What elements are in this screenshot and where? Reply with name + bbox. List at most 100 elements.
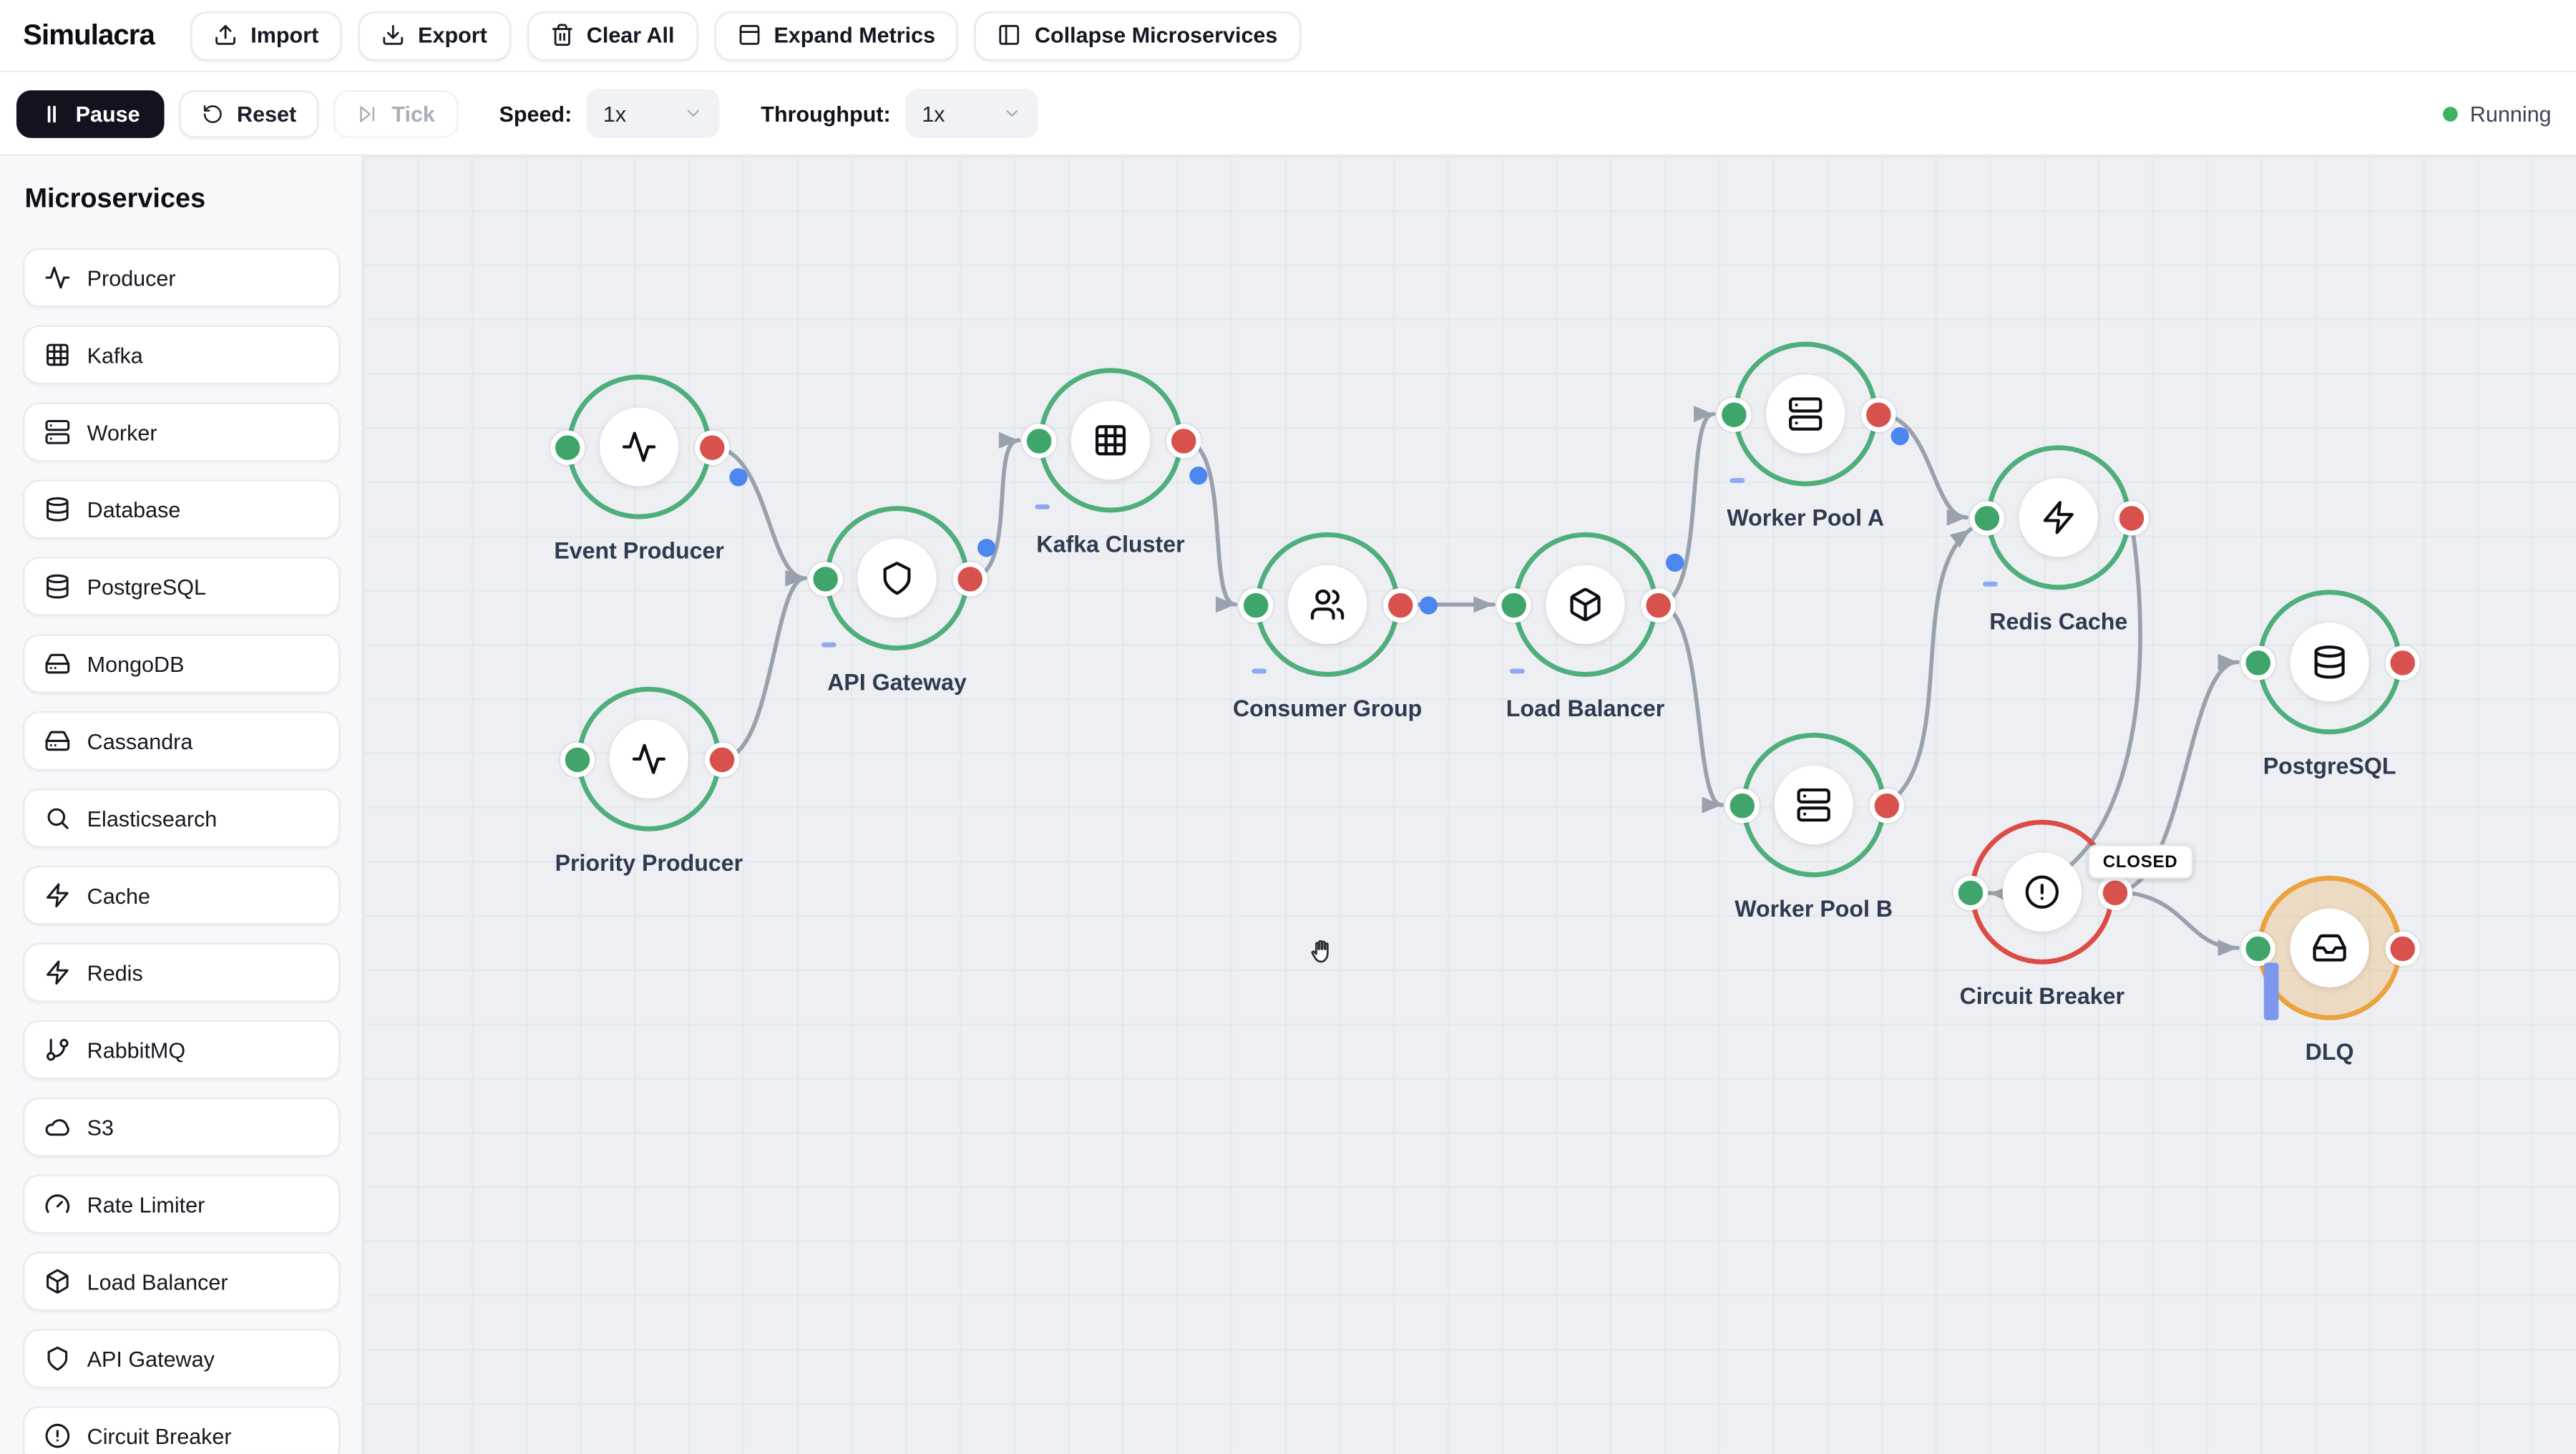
output-port[interactable] xyxy=(1868,787,1903,823)
edge-worker-pool-b-redis-cache[interactable] xyxy=(1883,527,1973,807)
edge-event-producer-api-gateway[interactable] xyxy=(709,444,807,587)
edge-circuit-breaker-postgresql[interactable] xyxy=(2112,653,2240,894)
output-port[interactable] xyxy=(2113,500,2148,535)
input-port[interactable] xyxy=(549,429,585,464)
clear-all-button[interactable]: Clear All xyxy=(526,10,698,60)
input-port[interactable] xyxy=(1237,587,1273,623)
activity-icon xyxy=(632,743,666,774)
sidebar-item-label: Elasticsearch xyxy=(87,806,218,831)
output-port[interactable] xyxy=(1165,423,1201,458)
sidebar-item-cassandra[interactable]: Cassandra xyxy=(23,711,341,771)
sidebar-item-label: Producer xyxy=(87,265,176,291)
sidebar-item-label: Cassandra xyxy=(87,728,193,753)
sidebar-item-s3[interactable]: S3 xyxy=(23,1097,341,1157)
input-port[interactable] xyxy=(1496,587,1531,623)
node-event-producer[interactable]: Event Producer xyxy=(549,374,729,563)
sidebar-item-rabbitmq[interactable]: RabbitMQ xyxy=(23,1020,341,1080)
edge-kafka-cluster-consumer-group[interactable] xyxy=(1181,438,1238,613)
import-button[interactable]: Import xyxy=(190,10,342,60)
node-worker-pool-b[interactable]: Worker Pool B xyxy=(1724,732,1903,922)
tick-button[interactable]: Tick xyxy=(334,89,459,137)
node-label: Redis Cache xyxy=(1989,608,2128,635)
output-port[interactable] xyxy=(2384,645,2419,680)
input-port[interactable] xyxy=(1952,874,1987,909)
sidebar-item-postgresql[interactable]: PostgreSQL xyxy=(23,557,341,616)
node-redis-cache[interactable]: Redis Cache xyxy=(1968,445,2148,634)
export-button[interactable]: Export xyxy=(358,10,511,60)
zap-icon xyxy=(47,960,69,985)
output-port[interactable] xyxy=(1860,396,1896,431)
node-consumer-group[interactable]: Consumer Group xyxy=(1233,532,1422,721)
output-port[interactable] xyxy=(1640,587,1675,623)
node-label: Worker Pool A xyxy=(1727,504,1885,531)
sidebar-item-worker[interactable]: Worker xyxy=(23,402,341,462)
input-port[interactable] xyxy=(807,561,842,596)
activity-icon xyxy=(622,431,656,462)
output-port[interactable] xyxy=(2384,930,2419,965)
pause-icon xyxy=(47,104,56,122)
output-port[interactable] xyxy=(1382,587,1418,623)
node-label: Kafka Cluster xyxy=(1036,530,1185,557)
sidebar-item-label: PostgreSQL xyxy=(87,574,206,599)
sidebar-heading: Microservices xyxy=(24,184,206,214)
branch-icon xyxy=(47,1038,69,1061)
edge-load-balancer-worker-pool-a[interactable] xyxy=(1655,406,1716,607)
edge-api-gateway-kafka-cluster[interactable] xyxy=(967,431,1021,581)
message-dot xyxy=(1664,552,1684,571)
output-port[interactable] xyxy=(694,429,729,464)
buffer-indicator xyxy=(820,641,836,647)
reset-button[interactable]: Reset xyxy=(179,89,320,137)
expand-metrics-button[interactable]: Expand Metrics xyxy=(713,10,959,60)
pause-button[interactable]: Pause xyxy=(16,89,165,137)
sidebar-item-elasticsearch[interactable]: Elasticsearch xyxy=(23,789,341,848)
edge-worker-pool-a-redis-cache[interactable] xyxy=(1875,411,1969,526)
input-port[interactable] xyxy=(2240,645,2275,680)
gauge-icon xyxy=(45,1194,70,1214)
node-api-gateway[interactable]: API Gateway xyxy=(807,506,987,695)
node-icon-circle xyxy=(1766,374,1845,454)
upload-icon xyxy=(215,25,236,46)
node-kafka-cluster[interactable]: Kafka Cluster xyxy=(1020,368,1201,557)
input-port[interactable] xyxy=(1724,787,1759,823)
node-dlq[interactable]: DLQ xyxy=(2240,875,2419,1065)
sidebar-item-database[interactable]: Database xyxy=(23,479,341,540)
sidebar-item-label: Load Balancer xyxy=(87,1269,228,1294)
reset-label: Reset xyxy=(237,101,297,126)
speed-select[interactable]: 1x xyxy=(586,88,720,138)
sidebar-item-circuit-breaker[interactable]: Circuit Breaker xyxy=(23,1406,341,1454)
node-priority-producer[interactable]: Priority Producer xyxy=(555,686,743,876)
activity-icon xyxy=(45,266,70,289)
edges-layer xyxy=(709,406,2240,957)
throughput-select[interactable]: 1x xyxy=(905,88,1039,138)
input-port[interactable] xyxy=(1968,500,2004,535)
node-icon-circle xyxy=(1774,765,1853,845)
node-load-balancer[interactable]: Load Balancer xyxy=(1496,532,1675,721)
input-port[interactable] xyxy=(2240,930,2275,965)
collapse-microservices-button[interactable]: Collapse Microservices xyxy=(975,10,1301,60)
output-port[interactable] xyxy=(2097,874,2132,909)
sidebar-item-kafka[interactable]: Kafka xyxy=(23,325,341,385)
input-port[interactable] xyxy=(1716,396,1751,431)
edge-circuit-breaker-dlq[interactable] xyxy=(2112,889,2240,957)
output-port[interactable] xyxy=(703,741,739,776)
sidebar-item-redis[interactable]: Redis xyxy=(23,942,341,1002)
sidebar-item-load-balancer[interactable]: Load Balancer xyxy=(23,1251,341,1312)
node-worker-pool-a[interactable]: Worker Pool A xyxy=(1716,341,1896,531)
sidebar-item-producer[interactable]: Producer xyxy=(23,248,341,308)
download-icon xyxy=(383,25,404,46)
sidebar-item-rate-limiter[interactable]: Rate Limiter xyxy=(23,1174,341,1234)
sidebar-item-cache[interactable]: Cache xyxy=(23,865,341,925)
edge-load-balancer-worker-pool-b[interactable] xyxy=(1655,602,1724,814)
sidebar-item-api-gateway[interactable]: API Gateway xyxy=(23,1329,341,1389)
grid-icon xyxy=(47,343,69,366)
sidebar-item-mongodb[interactable]: MongoDB xyxy=(23,634,341,693)
edge-priority-producer-api-gateway[interactable] xyxy=(719,570,807,761)
input-port[interactable] xyxy=(559,741,594,776)
input-port[interactable] xyxy=(1020,423,1056,458)
output-port[interactable] xyxy=(952,561,987,596)
node-postgresql[interactable]: PostgreSQL xyxy=(2240,590,2419,779)
